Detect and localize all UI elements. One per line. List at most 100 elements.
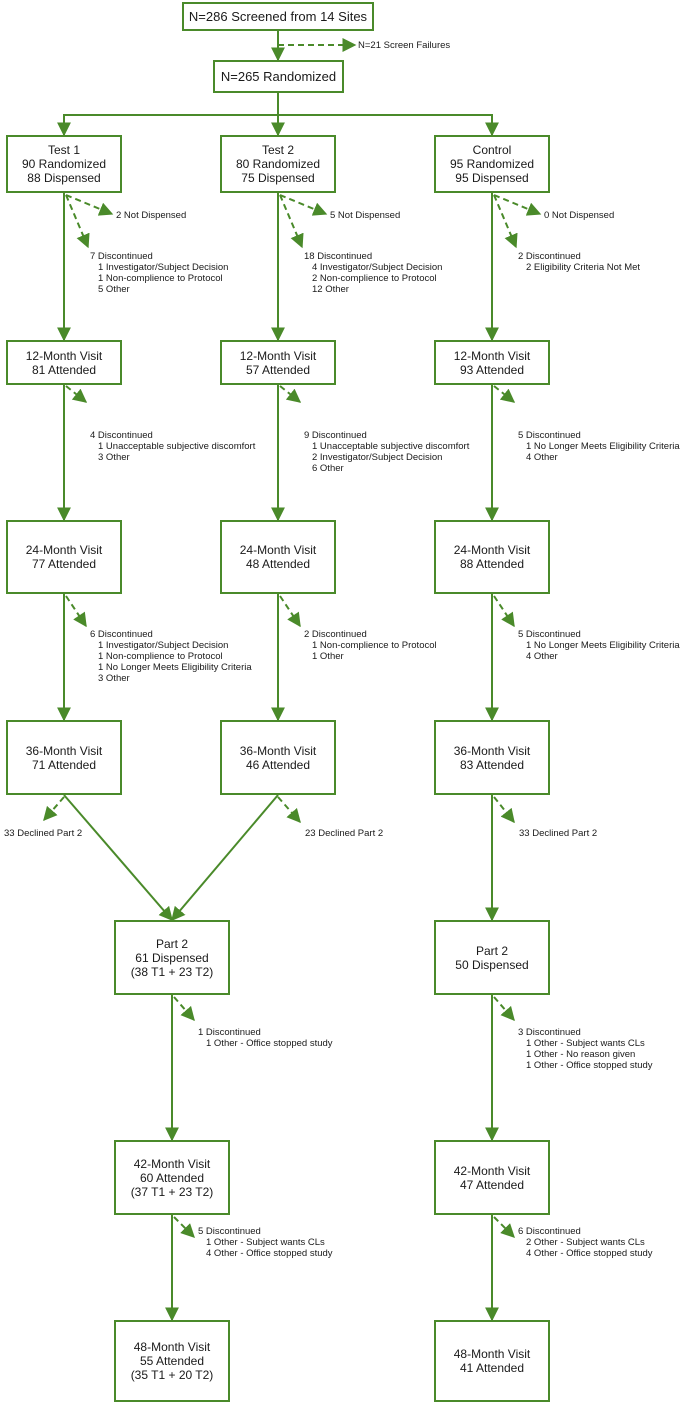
note-title: 5 Discontinued	[518, 629, 581, 640]
note-item: 3 Other	[98, 452, 130, 463]
screened-box: N=286 Screened from 14 Sites	[182, 2, 374, 31]
note-item: 4 Other	[526, 452, 558, 463]
box-line: 48 Attended	[245, 557, 311, 571]
note-title: 18 Discontinued	[304, 251, 373, 262]
note-item: 2 Eligibility Criteria Not Met	[526, 262, 641, 273]
note-test2-declined: 23 Declined Part 2	[305, 828, 383, 839]
note-item: 1 Other - Office stopped study	[206, 1038, 333, 1049]
note-item: 1 Non-complience to Protocol	[98, 651, 223, 662]
box-line: Part 2	[155, 936, 188, 951]
note-title: 0 Not Dispensed	[544, 210, 615, 221]
note-test2-not-dispensed: 5 Not Dispensed	[330, 210, 400, 221]
note-test1-not-dispensed: 2 Not Dispensed	[116, 210, 186, 221]
arrow-t1-not-dispensed	[65, 194, 114, 216]
note-title: 1 Discontinued	[198, 1027, 261, 1038]
box-line: (38 T1 + 23 T2)	[130, 964, 214, 979]
arrow-t-disc5	[173, 1216, 195, 1238]
box-line: (35 T1 + 20 T2)	[130, 1368, 214, 1382]
box-line: 77 Attended	[31, 557, 97, 571]
note-title: 33 Declined Part 2	[4, 828, 83, 839]
box-line: 42-Month Visit	[133, 1156, 211, 1171]
box-line: Control	[472, 143, 512, 157]
box-line: (37 T1 + 23 T2)	[130, 1184, 214, 1199]
note-title: 6 Discontinued	[90, 629, 153, 640]
note-item: 1 Other - Office stopped study	[526, 1060, 653, 1071]
box-line: 50 Dispensed	[455, 957, 529, 972]
box-line: 12-Month Visit	[453, 348, 531, 363]
note-title: 2 Discontinued	[518, 251, 581, 262]
note-item: 3 Other	[98, 673, 130, 684]
note-item: 4 Other - Office stopped study	[526, 1248, 653, 1259]
box-line: Part 2	[475, 943, 508, 958]
box-line: N=286 Screened from 14 Sites	[188, 9, 368, 24]
note-title: 2 Discontinued	[304, 629, 367, 640]
note-screen-failures: N=21 Screen Failures	[358, 40, 450, 51]
arrow-t2-declined	[277, 796, 301, 824]
box-line: 61 Dispensed	[135, 950, 209, 965]
box-line: N=265 Randomized	[220, 69, 337, 84]
arrow-t2-not-dispensed	[279, 194, 328, 216]
arrow-t2-m36-to-part2	[171, 794, 279, 922]
note-test1-declined: 33 Declined Part 2	[4, 828, 82, 839]
randomized-box: N=265 Randomized	[213, 60, 344, 93]
note-title: 5 Discontinued	[518, 430, 581, 441]
box-line: 48-Month Visit	[133, 1340, 211, 1354]
box-line: 48-Month Visit	[453, 1347, 531, 1361]
note-item: 4 Other - Office stopped study	[206, 1248, 333, 1259]
note-item: 4 Other	[526, 651, 558, 662]
note-item: 2 Other - Subject wants CLs	[526, 1237, 645, 1248]
note-title: 4 Discontinued	[90, 430, 153, 441]
note-item: 4 Investigator/Subject Decision	[312, 262, 443, 273]
box-line: 24-Month Visit	[453, 543, 531, 557]
box-line: 71 Attended	[31, 757, 97, 772]
note-item: 2 Investigator/Subject Decision	[312, 452, 443, 463]
note-item: 1 No Longer Meets Eligibility Criteria	[98, 662, 252, 673]
box-line: 24-Month Visit	[239, 543, 317, 557]
note-title: 23 Declined Part 2	[305, 828, 384, 839]
box-line: 36-Month Visit	[239, 743, 317, 758]
note-title: 9 Discontinued	[304, 430, 367, 441]
note-item: 1 Other - Subject wants CLs	[206, 1237, 325, 1248]
box-line: 36-Month Visit	[25, 743, 103, 758]
note-title: 3 Discontinued	[518, 1027, 581, 1038]
note-item: 5 Other	[98, 284, 130, 295]
note-item: 1 No Longer Meets Eligibility Criteria	[526, 640, 680, 651]
note-item: 1 Unacceptable subjective discomfort	[98, 441, 256, 452]
box-line: Test 1	[47, 143, 80, 157]
box-line: 75 Dispensed	[241, 171, 315, 185]
arrow-c-disc5	[493, 1216, 515, 1238]
arrow-c-disc3	[493, 595, 515, 628]
box-line: 95 Randomized	[449, 157, 535, 171]
box-line: 24-Month Visit	[25, 543, 103, 557]
arrow-t2-disc3	[279, 595, 301, 628]
box-line: 41 Attended	[459, 1361, 525, 1375]
box-line: 42-Month Visit	[453, 1163, 531, 1178]
arrow-c-not-dispensed	[493, 194, 542, 216]
box-line: 93 Attended	[459, 362, 525, 377]
box-line: 88 Attended	[459, 557, 525, 571]
box-line: 12-Month Visit	[239, 348, 317, 363]
box-line: 36-Month Visit	[453, 743, 531, 758]
